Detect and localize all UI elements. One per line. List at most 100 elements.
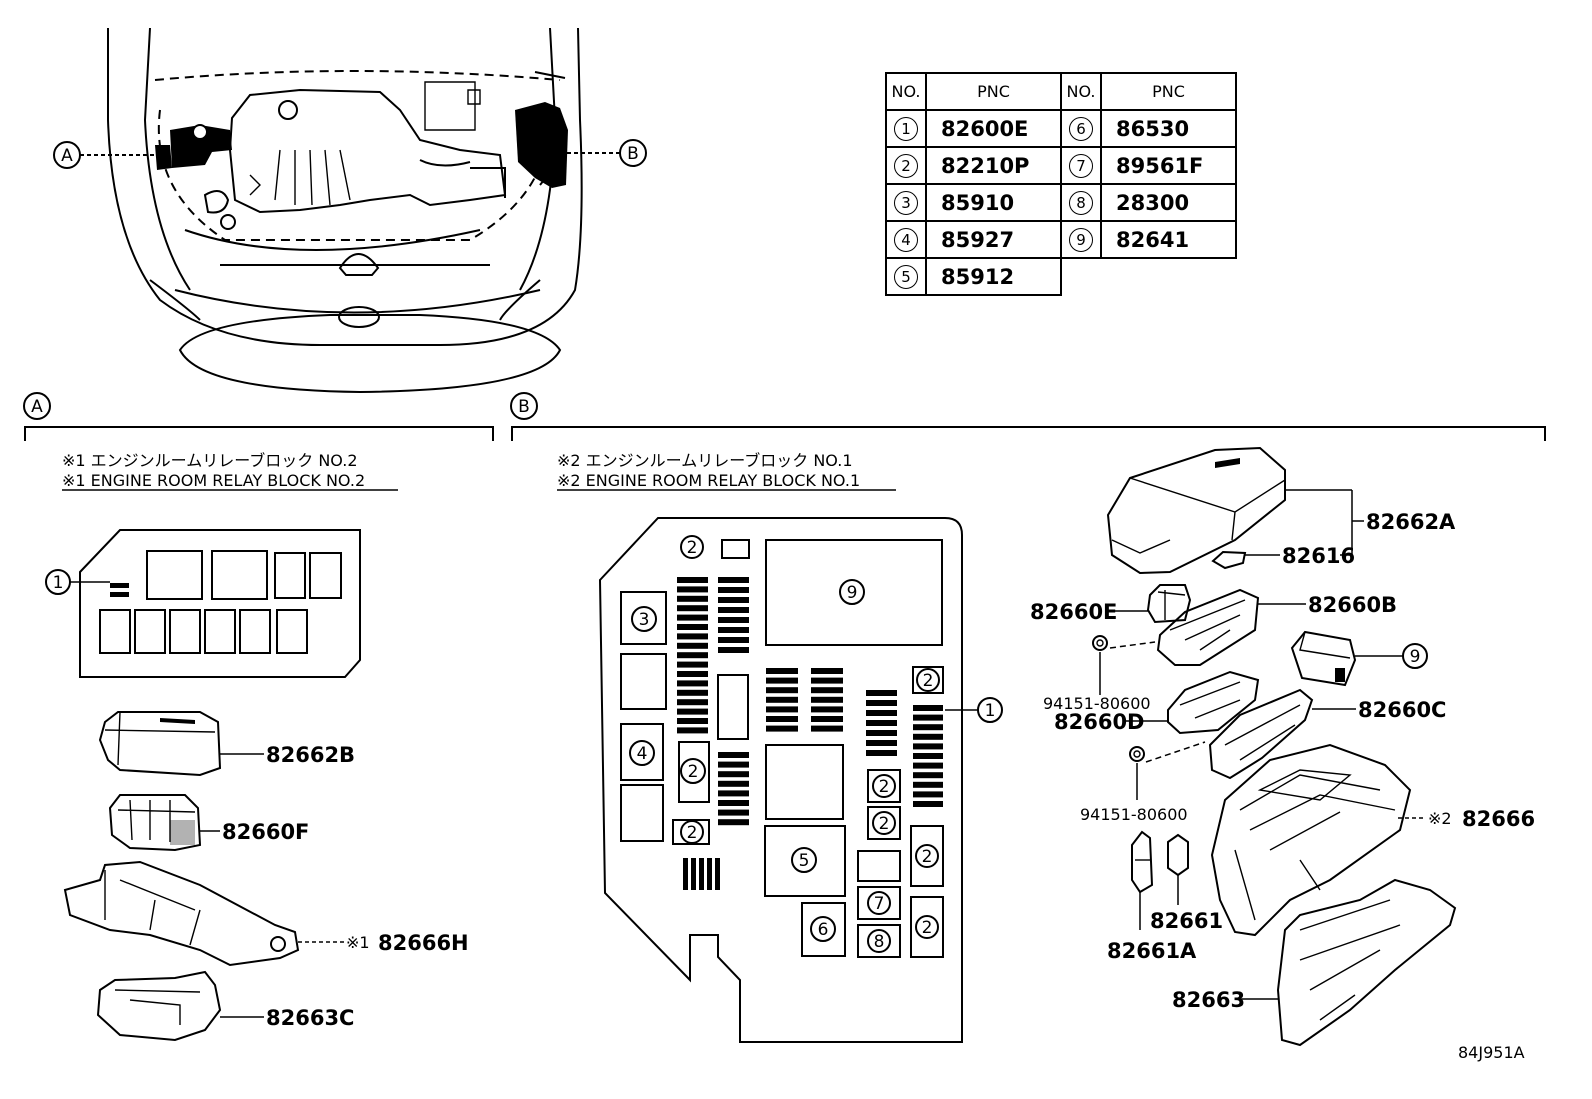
label-82663: 82663	[1172, 988, 1245, 1012]
fuse-bar	[913, 733, 943, 740]
label-82660E: 82660E	[1030, 600, 1117, 624]
relay-block-no2-layout: 1	[45, 529, 361, 678]
fuse-bar	[677, 642, 708, 649]
fuse-bar	[718, 780, 749, 787]
label-82663C: 82663C	[266, 1006, 354, 1030]
label-82661A: 82661A	[1107, 939, 1197, 963]
part-82661-fuse-a: 82661A	[1107, 830, 1197, 963]
callout-1-b: 1	[985, 701, 996, 721]
fuse-bar	[718, 752, 749, 758]
part-82660D-holder: 82660D	[1054, 670, 1260, 735]
grid-3: 3	[639, 610, 650, 630]
legend-header-no-1: NO.	[885, 72, 927, 111]
grid-4: 4	[637, 744, 648, 764]
legend-pnc: 28300	[1100, 183, 1237, 222]
fuse-bar	[677, 633, 708, 640]
fuse-bar	[866, 700, 897, 706]
fuse-bar	[913, 753, 943, 759]
fuse-bar	[677, 699, 708, 706]
fuse-bar	[677, 680, 708, 687]
legend-pnc: 85912	[925, 257, 1062, 296]
fuse-bar	[811, 677, 843, 684]
fuse-bar	[718, 800, 749, 806]
fuse-bar	[913, 714, 943, 721]
section-b-marker: B	[518, 397, 530, 417]
part-82666-lower-box: ※2 82666	[1210, 743, 1535, 937]
fuse-bar	[766, 668, 798, 674]
fuse-bar	[913, 791, 943, 798]
fuse-bar	[913, 772, 943, 779]
part-82663C-lower-case: 82663C	[96, 970, 354, 1042]
table-row: 1 82600E 6 86530	[885, 109, 1237, 148]
fuse-bar	[677, 671, 708, 677]
fuse-bar	[718, 607, 749, 613]
vehicle-engine-bay: A B	[53, 27, 647, 394]
label-82666-mark: ※2	[1428, 809, 1452, 828]
section-b-title-jp: ※2 エンジンルームリレーブロック NO.1	[557, 451, 853, 470]
fuse-bar	[677, 586, 708, 593]
legend-no: 1	[894, 116, 918, 141]
part-82660C-holder: 82660C	[1208, 688, 1446, 780]
part-82663-lower-case: 82663	[1172, 878, 1457, 1047]
marker-b: B	[627, 144, 639, 164]
part-82660F-holder: 82660F	[108, 794, 309, 852]
fuse-bar	[677, 652, 708, 659]
legend-no: 5	[894, 264, 918, 289]
label-82660C: 82660C	[1358, 698, 1446, 722]
fuse-bar-vertical	[691, 858, 696, 890]
callout-1-a: 1	[53, 573, 64, 593]
grid-2-d: 2	[879, 777, 890, 797]
fuse-bar	[811, 725, 843, 732]
fuse-bar	[811, 687, 843, 694]
fuse-bar	[811, 716, 843, 722]
part-82641-relay: 9	[1290, 630, 1428, 687]
legend-no: 9	[1069, 227, 1093, 252]
fuse-bar	[866, 750, 897, 756]
fuse-bar	[677, 727, 708, 734]
label-82660B: 82660B	[1308, 593, 1397, 617]
grid-2-e: 2	[879, 814, 890, 834]
fuse-bar	[677, 595, 708, 602]
fuse-bar-vertical	[699, 858, 704, 890]
grid-2-a: 2	[687, 538, 698, 558]
legend-pnc: 85910	[925, 183, 1062, 222]
label-82616: 82616	[1282, 544, 1355, 568]
fuse-bar	[718, 819, 749, 826]
fuse-bar	[913, 724, 943, 731]
label-94151-80600-b: 94151-80600	[1080, 805, 1188, 824]
fuse-bar-vertical	[715, 858, 720, 890]
part-82661-fuse: 82661	[1150, 833, 1223, 933]
fuse-bar	[677, 689, 708, 696]
legend-pnc: 89561F	[1100, 146, 1237, 185]
part-94151-80600-a: 94151-80600	[1043, 635, 1156, 713]
grid-5: 5	[799, 851, 810, 871]
section-a-marker: A	[31, 397, 43, 417]
part-82660E-block: 82660E	[1030, 584, 1192, 624]
grid-8: 8	[874, 932, 885, 952]
fuse-bar	[677, 605, 708, 612]
fuse-bar	[913, 705, 943, 711]
fuse-bar	[718, 771, 749, 778]
legend-no: 3	[894, 190, 918, 215]
legend-no: 4	[894, 227, 918, 252]
fuse-bar	[811, 668, 843, 674]
legend-no: 2	[894, 153, 918, 178]
label-82660D: 82660D	[1054, 710, 1145, 734]
fuse-bar	[718, 637, 749, 643]
fuse-bar	[913, 743, 943, 750]
fuse-bar	[866, 740, 897, 746]
table-row: 3 85910 8 28300	[885, 183, 1237, 222]
grid-2-h: 2	[923, 671, 934, 691]
section-a-title-en: ※1 ENGINE ROOM RELAY BLOCK NO.2	[62, 471, 365, 490]
fuse-bar	[866, 720, 897, 726]
section-b-title-en: ※2 ENGINE ROOM RELAY BLOCK NO.1	[557, 471, 860, 490]
fuse-bar	[677, 661, 708, 668]
label-94151-80600-a: 94151-80600	[1043, 694, 1151, 713]
label-82660F: 82660F	[222, 820, 309, 844]
fuse-bar	[866, 690, 897, 696]
fuse-bar	[766, 696, 798, 703]
legend-no: 7	[1069, 153, 1093, 178]
fuse-bar	[718, 617, 749, 623]
marker-a: A	[61, 146, 73, 166]
